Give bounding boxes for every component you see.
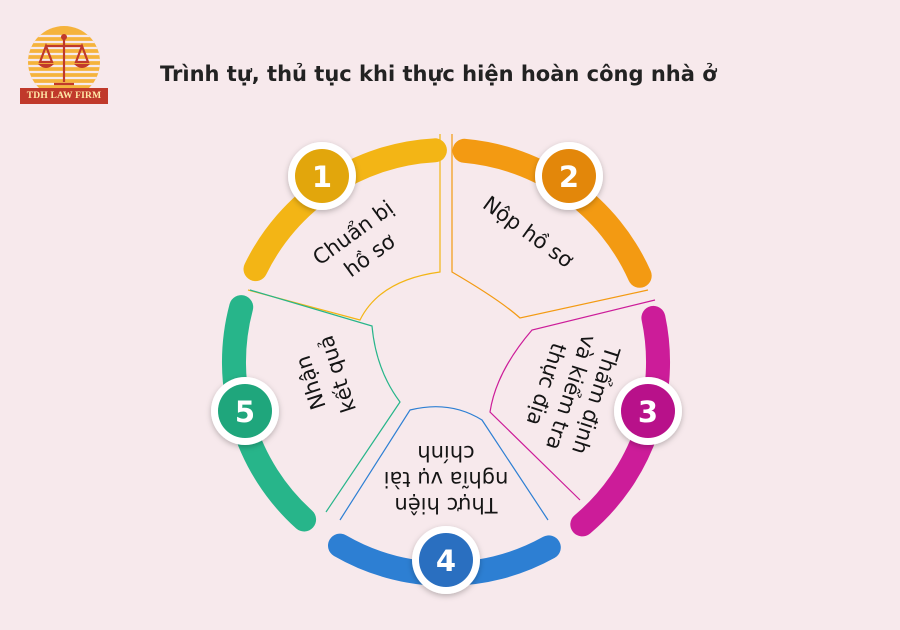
page-title: Trình tự, thủ tục khi thực hiện hoàn côn… bbox=[160, 62, 717, 86]
law-firm-logo bbox=[28, 26, 100, 98]
step-4-line-1: Thực hiện bbox=[394, 493, 498, 517]
step-5-number: 5 bbox=[235, 395, 255, 429]
step-1-label: Chuẩn bị hồ sơ bbox=[308, 196, 399, 282]
segment-3-outline bbox=[489, 299, 656, 501]
step-3-label: Thẩm định và kiểm tra thực địa bbox=[522, 332, 625, 458]
step-1-number: 1 bbox=[312, 160, 332, 194]
step-2-number: 2 bbox=[559, 160, 579, 194]
step-4-label: Thực hiện nghĩa vụ tài chính bbox=[384, 441, 509, 517]
step-5-label: Nhận kết quả bbox=[291, 332, 361, 415]
segment-2-outline bbox=[451, 134, 649, 319]
step-2-badge: 2 bbox=[535, 142, 603, 210]
step-1-badge: 1 bbox=[288, 142, 356, 210]
scales-icon bbox=[38, 36, 90, 86]
step-4-line-3: chính bbox=[417, 441, 474, 465]
step-3-number: 3 bbox=[638, 395, 658, 429]
logo-text: TDH LAW FIRM bbox=[20, 88, 108, 104]
segment-1-outline bbox=[247, 134, 441, 321]
step-4-number: 4 bbox=[436, 544, 456, 578]
segment-5-outline bbox=[249, 289, 401, 513]
step-4-badge: 4 bbox=[412, 526, 480, 594]
step-4-line-2: nghĩa vụ tài bbox=[384, 467, 509, 491]
step-5-badge: 5 bbox=[211, 377, 279, 445]
step-3-badge: 3 bbox=[614, 377, 682, 445]
segment-4-outline bbox=[339, 406, 549, 521]
